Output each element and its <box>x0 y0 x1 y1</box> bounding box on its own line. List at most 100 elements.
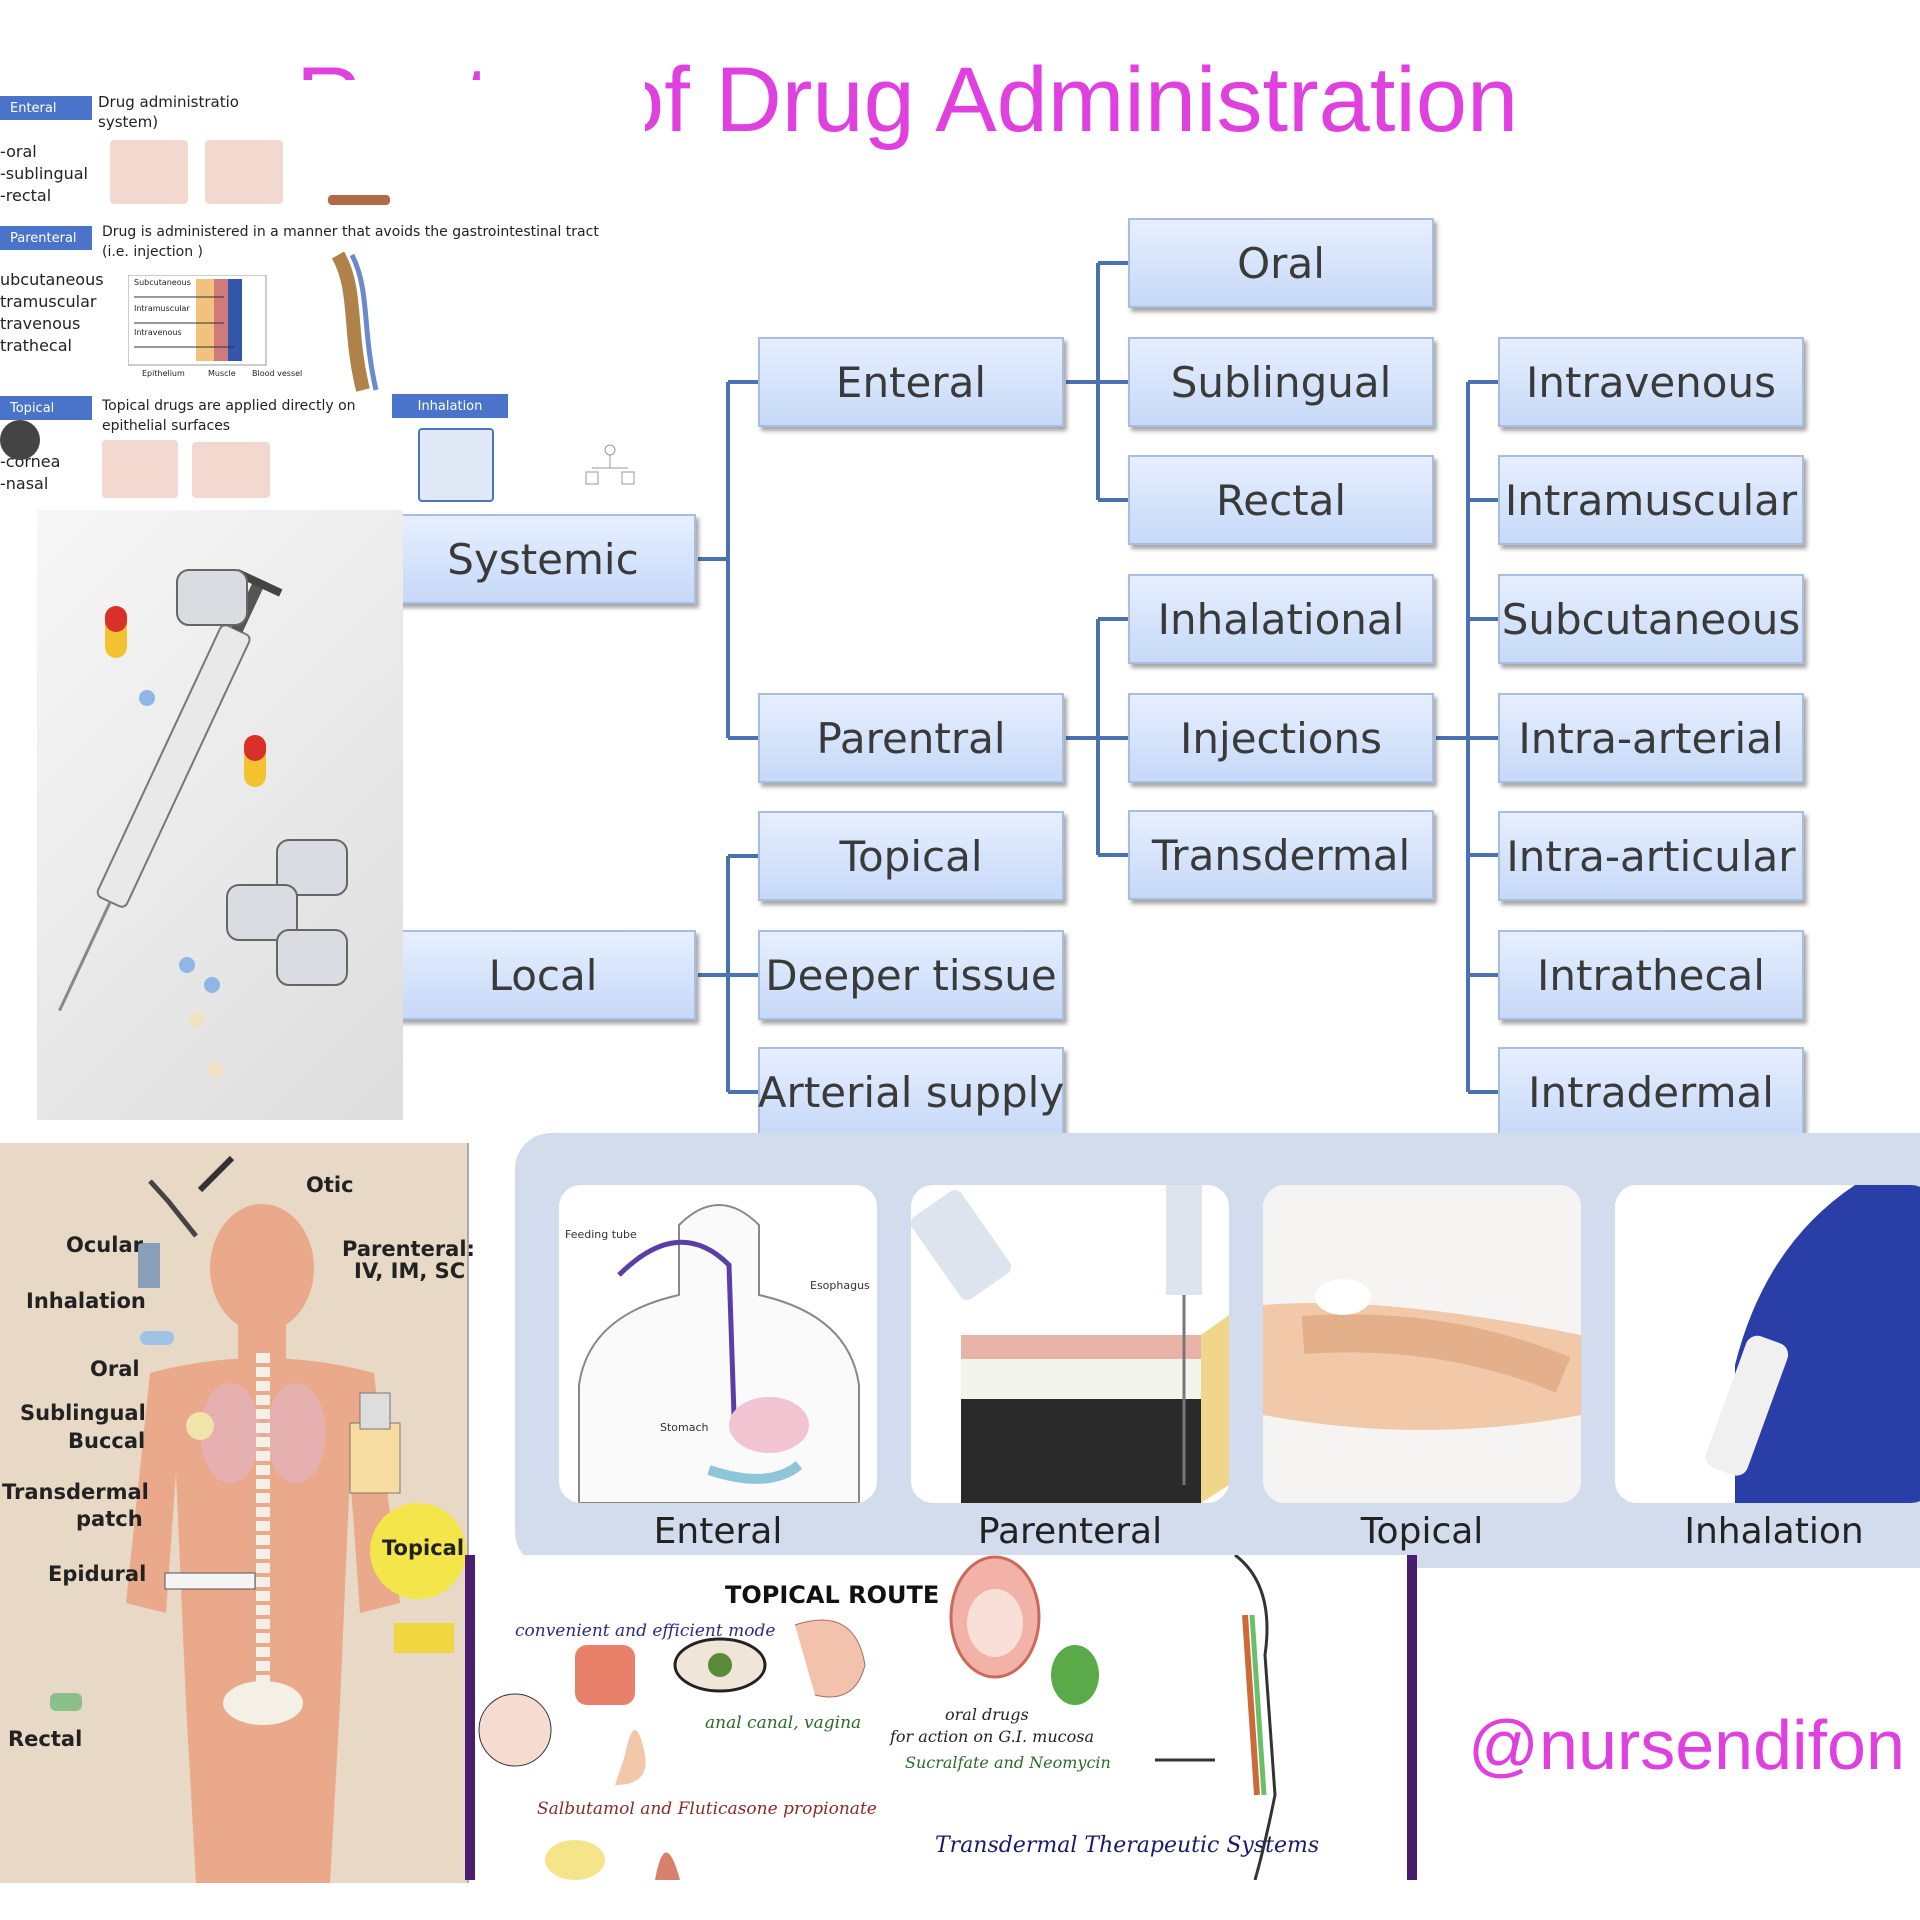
caption-enteral: Enteral <box>653 1511 783 1552</box>
parenteral-item-sc: ubcutaneous <box>0 270 104 289</box>
mouth-photo-2 <box>205 140 283 204</box>
card-topical <box>1263 1185 1581 1503</box>
syringe-icon <box>58 569 348 1078</box>
syringe-photo <box>37 510 403 1120</box>
node-sublingual: Sublingual <box>1128 337 1434 427</box>
body-routes-diagram: Otic Ocular Inhalation Oral Sublingual B… <box>0 1143 475 1883</box>
node-transdermal: Transdermal <box>1128 810 1434 900</box>
rectal-photo <box>328 195 390 205</box>
topical-bubble <box>370 1503 466 1599</box>
node-intrathecal: Intrathecal <box>1498 930 1804 1020</box>
text-salbutamol: Salbutamol and Fluticasone propionate <box>537 1799 877 1819</box>
skin-layers-diagram <box>128 275 267 366</box>
node-intravenous: Intravenous <box>1498 337 1804 427</box>
node-systemic: Systemic <box>390 514 696 604</box>
label-ocular: Ocular <box>66 1233 143 1257</box>
text-oral-drugs-1: oral drugs <box>945 1705 1029 1724</box>
skin-bottom-muscle: Muscle <box>208 369 236 378</box>
label-transdermal: Transdermal <box>2 1480 149 1504</box>
tree-connectors <box>698 261 1498 1094</box>
label-sublingual: Sublingual <box>20 1401 146 1425</box>
node-arterial-supply: Arterial supply <box>758 1047 1064 1137</box>
cream-hand-figure <box>1263 1185 1581 1503</box>
routes-panel: Feeding tube Esophagus Stomach Enteral P… <box>515 1133 1920 1568</box>
caption-topical: Topical <box>1360 1511 1484 1552</box>
caption-inhalation: Inhalation <box>1684 1511 1864 1552</box>
parenteral-item-it: trathecal <box>0 336 72 355</box>
enteral-desc-1: Drug administratio <box>98 93 239 111</box>
parenteral-item-iv: travenous <box>0 314 81 333</box>
skin-bottom-blood-vessel: Blood vessel <box>252 369 303 378</box>
text-anal-canal: anal canal, vagina <box>705 1713 862 1733</box>
label-oral: Oral <box>90 1357 140 1381</box>
label-feeding-tube: Feeding tube <box>565 1228 637 1241</box>
node-subcutaneous: Subcutaneous <box>1498 574 1804 664</box>
card-inhalation <box>1615 1185 1920 1503</box>
caption-parenteral: Parenteral <box>977 1511 1163 1552</box>
node-intramuscular: Intramuscular <box>1498 455 1804 545</box>
node-enteral: Enteral <box>758 337 1064 427</box>
label-buccal: Buccal <box>68 1429 146 1453</box>
enteral-item-rectal: -rectal <box>0 186 52 205</box>
label-otic: Otic <box>306 1173 354 1197</box>
routes-slide: Enteral Drug administratio system) -oral… <box>0 80 645 525</box>
topical-route-heading: TOPICAL ROUTE <box>725 1581 940 1609</box>
parenteral-desc-1: Drug is administered in a manner that av… <box>102 224 599 240</box>
enteral-tag: Enteral <box>0 96 92 120</box>
node-deeper-tissue: Deeper tissue <box>758 930 1064 1020</box>
text-oral-drugs-2: for action on G.I. mucosa <box>890 1727 1094 1746</box>
nasal-spray-figure <box>1615 1185 1920 1503</box>
skin-label-iv: Intravenous <box>134 328 182 337</box>
node-intra-articular: Intra-articular <box>1498 811 1804 901</box>
node-intradermal: Intradermal <box>1498 1047 1804 1137</box>
inhalation-photo <box>418 428 494 502</box>
author-handle: @nursendifon <box>1468 1706 1905 1784</box>
enteral-item-oral: -oral <box>0 142 37 161</box>
topical-photo-eye <box>192 442 270 498</box>
topical-desc-2: epithelial surfaces <box>102 418 231 434</box>
topical-route-illustrations <box>478 1555 1277 1880</box>
node-inhalational: Inhalational <box>1128 574 1434 664</box>
node-parentral: Parentral <box>758 693 1064 783</box>
text-sucralfate: Sucralfate and Neomycin <box>905 1753 1111 1772</box>
camera-icon <box>0 420 40 460</box>
topical-route-infographic: TOPICAL ROUTE convenient and efficient m… <box>465 1555 1417 1880</box>
parenteral-desc-2: (i.e. injection ) <box>102 244 204 260</box>
topical-photo-hand <box>102 440 178 498</box>
inhalation-tag: Inhalation <box>392 394 508 418</box>
node-rectal: Rectal <box>1128 455 1434 545</box>
card-enteral <box>559 1185 877 1503</box>
spine-icon <box>331 251 379 392</box>
enteral-item-sublingual: -sublingual <box>0 164 88 183</box>
skin-bottom-epithelium: Epithelium <box>142 369 185 378</box>
label-parenteral-1: Parenteral: <box>342 1237 475 1261</box>
node-oral: Oral <box>1128 218 1434 308</box>
human-body-figure <box>50 1155 454 1883</box>
label-patch: patch <box>76 1507 143 1531</box>
parenteral-tag: Parenteral <box>0 226 92 250</box>
node-injections: Injections <box>1128 693 1434 783</box>
mouth-photo <box>110 140 188 204</box>
node-topical: Topical <box>758 811 1064 901</box>
topical-desc-1: Topical drugs are applied directly on <box>102 398 356 414</box>
node-intra-arterial: Intra-arterial <box>1498 693 1804 783</box>
label-rectal: Rectal <box>8 1727 83 1751</box>
label-stomach: Stomach <box>660 1421 709 1434</box>
card-parenteral <box>911 1185 1229 1503</box>
label-topical: Topical <box>382 1536 465 1560</box>
text-transdermal-systems: Transdermal Therapeutic Systems <box>935 1833 1320 1858</box>
label-epidural: Epidural <box>48 1562 147 1586</box>
label-parenteral-2: IV, IM, SC <box>354 1259 466 1283</box>
label-esophagus: Esophagus <box>810 1279 870 1292</box>
topical-item-nasal: -nasal <box>0 474 49 493</box>
text-convenient: convenient and efficient mode <box>515 1621 776 1641</box>
label-inhalation: Inhalation <box>26 1289 146 1313</box>
feeding-tube-figure <box>578 1204 860 1503</box>
network-icon <box>585 444 635 485</box>
node-local: Local <box>390 930 696 1020</box>
parenteral-item-im: tramuscular <box>0 292 97 311</box>
injection-skin-figure <box>911 1185 1229 1503</box>
topical-tag: Topical <box>0 396 92 420</box>
enteral-desc-2: system) <box>98 113 159 131</box>
skin-label-sc: Subcutaneous <box>134 278 191 287</box>
